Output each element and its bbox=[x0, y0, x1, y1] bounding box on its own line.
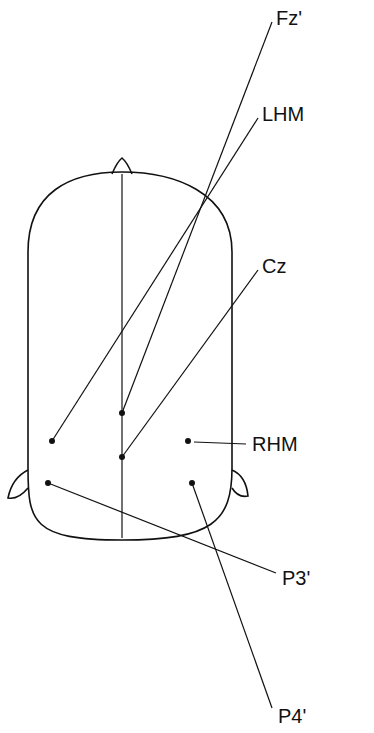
leader-line bbox=[52, 118, 258, 441]
midline bbox=[121, 174, 122, 538]
nose bbox=[112, 158, 132, 174]
electrode-dot bbox=[45, 480, 51, 486]
leader-line bbox=[192, 483, 272, 708]
head-outline bbox=[28, 172, 232, 540]
electrode-label: RHM bbox=[252, 432, 298, 456]
electrode-label: LHM bbox=[262, 102, 304, 126]
electrode-label: Cz bbox=[262, 254, 286, 278]
electrode-dot bbox=[119, 410, 125, 416]
left-ear bbox=[8, 470, 28, 498]
electrode-dot bbox=[119, 454, 125, 460]
leader-line bbox=[122, 270, 258, 457]
right-ear bbox=[232, 470, 248, 496]
electrode-dot bbox=[185, 438, 191, 444]
electrode-dot bbox=[189, 480, 195, 486]
electrode-label: P4' bbox=[278, 704, 306, 728]
electrode-label: Fz' bbox=[276, 6, 302, 30]
electrode-dot bbox=[49, 438, 55, 444]
electrode-label: P3' bbox=[282, 566, 310, 590]
leader-line bbox=[194, 442, 246, 444]
leader-line bbox=[48, 483, 276, 573]
